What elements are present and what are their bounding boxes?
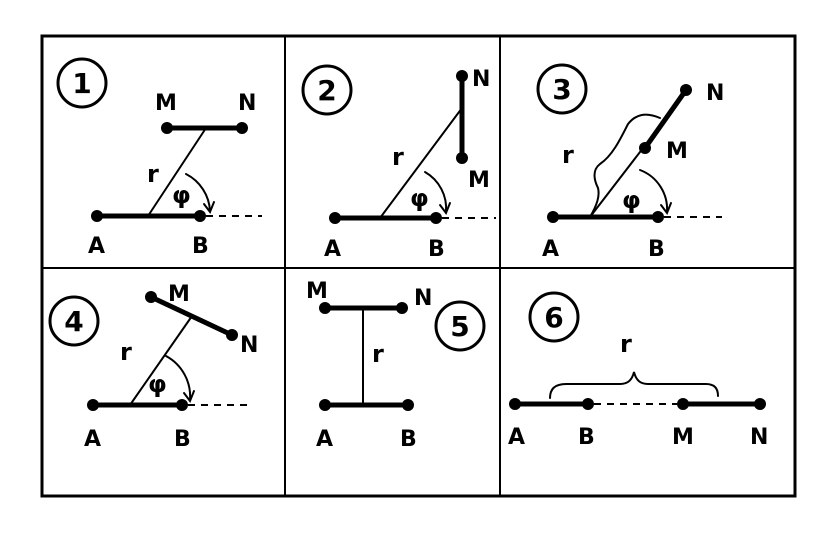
angle-arc <box>165 355 192 401</box>
angle-arrow <box>439 202 451 216</box>
point-a <box>329 212 341 224</box>
label-n: N <box>472 67 490 92</box>
r-label: r <box>120 338 132 366</box>
label-a: A <box>508 425 525 450</box>
panel-3: 3 r φ N M A B <box>536 63 724 262</box>
label-a: A <box>84 427 101 452</box>
label-b: B <box>192 234 209 259</box>
distance-line <box>147 127 207 217</box>
angle-arrow <box>660 202 672 216</box>
distance-brace <box>549 371 719 399</box>
label-m: M <box>168 282 190 307</box>
distance-line <box>589 125 661 218</box>
point-m <box>677 398 689 410</box>
point-n <box>680 84 692 96</box>
label-m: M <box>672 425 694 450</box>
r-label: r <box>392 143 404 171</box>
label-m: M <box>468 168 490 193</box>
label-b: B <box>174 427 191 452</box>
label-a: A <box>324 237 341 262</box>
panel-number-circle <box>528 291 580 343</box>
label-n: N <box>238 91 256 116</box>
label-b: B <box>400 427 417 452</box>
label-n: N <box>706 81 724 106</box>
r-label: r <box>620 330 632 358</box>
distance-line <box>129 315 193 406</box>
label-a: A <box>88 234 105 259</box>
angle-arrow <box>203 201 215 215</box>
point-b <box>430 212 442 224</box>
label-n: N <box>414 286 432 311</box>
point-a <box>319 399 331 411</box>
angle-arc <box>424 171 448 213</box>
panel-number: 6 <box>544 301 563 334</box>
point-m <box>161 122 173 134</box>
label-m: M <box>155 91 177 116</box>
point-n <box>754 398 766 410</box>
phi-label: φ <box>622 186 641 214</box>
label-m: M <box>666 139 688 164</box>
panel-number-circle <box>536 63 588 115</box>
panel-number-circle <box>48 295 100 347</box>
panel-number-circle <box>434 300 486 352</box>
angle-arrow <box>183 390 195 404</box>
point-m <box>145 291 157 303</box>
panel-number-circle <box>301 64 353 116</box>
point-a <box>509 398 521 410</box>
label-a: A <box>316 427 333 452</box>
point-b <box>652 211 664 223</box>
phi-label: φ <box>172 181 191 209</box>
phi-label: φ <box>410 184 429 212</box>
panel-number: 4 <box>64 305 83 338</box>
point-b <box>582 398 594 410</box>
panel-number: 2 <box>317 74 336 107</box>
panel-4: 4 r φ M N A B <box>48 282 258 452</box>
angle-arc <box>639 169 669 213</box>
segment-mn <box>642 87 689 151</box>
label-a: A <box>542 237 559 262</box>
r-label: r <box>562 141 574 169</box>
panel-number: 1 <box>72 67 91 100</box>
label-n: N <box>750 425 768 450</box>
point-m <box>319 302 331 314</box>
panel-1: 1 r φ M N A B <box>56 57 262 259</box>
r-label: r <box>147 160 159 188</box>
r-label: r <box>372 340 384 368</box>
distance-brace <box>589 113 661 218</box>
point-a <box>87 399 99 411</box>
point-b <box>402 399 414 411</box>
outer-frame <box>40 34 797 498</box>
panel-2: 2 r φ N M A B <box>301 64 496 262</box>
point-b <box>176 399 188 411</box>
point-n <box>396 302 408 314</box>
point-n <box>456 70 468 82</box>
panel-number: 5 <box>450 310 469 343</box>
point-a <box>547 211 559 223</box>
panel-5: 5 r M N A B <box>306 279 486 452</box>
point-n <box>236 122 248 134</box>
distance-line <box>379 107 463 219</box>
point-a <box>91 210 103 222</box>
panel-number: 3 <box>552 73 571 106</box>
angle-arc <box>185 173 211 212</box>
label-b: B <box>428 237 445 262</box>
panel-6: 6 r A B M N <box>508 291 768 450</box>
label-b: B <box>648 237 665 262</box>
point-b <box>194 210 206 222</box>
point-n <box>226 329 238 341</box>
label-m: M <box>306 279 328 304</box>
label-b: B <box>578 425 595 450</box>
label-n: N <box>240 333 258 358</box>
phi-label: φ <box>148 370 167 398</box>
point-m <box>456 152 468 164</box>
panel-number-circle <box>56 57 108 109</box>
